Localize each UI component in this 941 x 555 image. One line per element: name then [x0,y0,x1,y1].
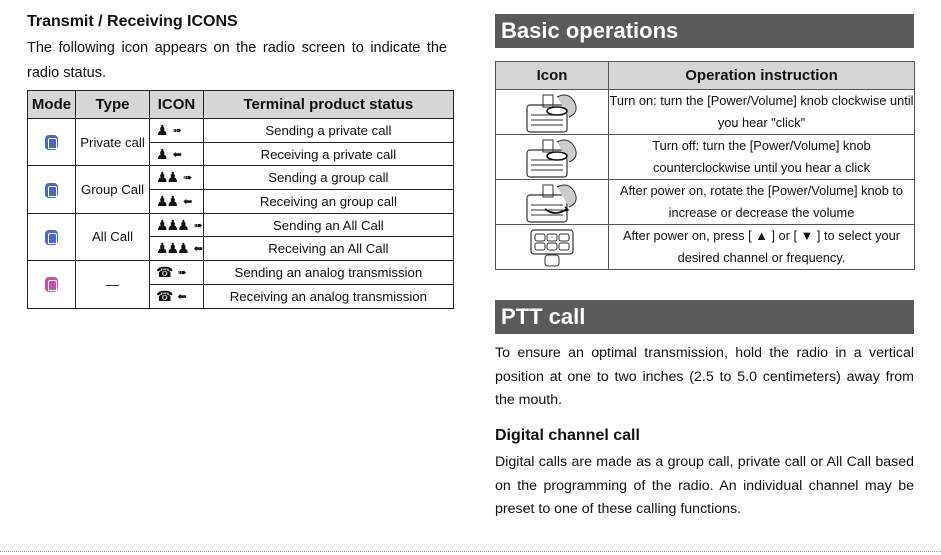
person-icon: ♟ [156,121,168,138]
arrow-left-icon: ⬅ [183,195,193,208]
table-row: ☎⬅Receiving an analog transmission [28,283,454,309]
type-cell: — [75,260,150,309]
icon-cell: ♟♟ ⬅ [149,189,204,214]
status-cell: Receiving a private call [202,141,454,167]
ptt-call-title: PTT call [495,300,914,334]
table-row: After power on, press [ ▲ ] or [ ▼ ] to … [495,224,915,270]
person-icon: ♟ [156,145,168,162]
status-cell: Receiving an group call [202,189,454,214]
mic-phone-icon: ☎ [156,287,174,304]
table-row: Turn off: turn the [Power/Volume] knob c… [495,134,915,180]
mic-phone-icon: ☎ [156,263,174,280]
type-cell: Private call [75,117,150,167]
icon-cell: ♟➠ [149,118,204,143]
all-call-icon: ♟♟♟ [156,216,190,233]
icon-cell: ♟♟ ➠ [149,165,204,191]
keypad-icon [495,224,609,270]
status-cell: Sending an All Call [202,212,454,238]
icons-intro: The following icon appears on the radio … [27,40,447,81]
ops-instruction: Turn off: turn the [Power/Volume] knob c… [608,134,915,180]
knob-volume-icon [495,179,609,225]
icon-cell: ♟♟♟➠ [149,212,204,238]
arrow-left-icon: ⬅ [172,148,182,161]
icon-cell: ☎➠ [149,260,204,285]
ops-table-header: Icon Operation instruction [495,61,915,90]
ops-instruction: After power on, rotate the [Power/Volume… [608,179,915,225]
table-row: ♟♟ ⬅ Receiving an group call [28,189,454,214]
knob-turn-off-icon [495,134,609,180]
icon-cell: ♟♟♟⬅ [149,236,204,262]
header-icon: ICON [149,90,204,119]
table-row: Group Call ♟♟ ➠ Sending a group call [27,165,454,214]
operations-table: Icon Operation instruction Turn on: turn… [495,61,915,270]
arrow-left-icon: ⬅ [177,290,187,303]
digital-mode-icon [45,182,58,198]
ops-header-instruction: Operation instruction [608,61,915,90]
digital-call-paragraph: Digital calls are made as a group call, … [495,454,914,517]
icon-cell: ☎⬅ [149,283,204,309]
status-cell: Receiving an analog transmission [202,283,454,309]
arrow-right-icon: ➠ [183,172,193,185]
table-row: ♟♟♟⬅Receiving an All Call [28,236,454,262]
ptt-paragraph: To ensure an optimal transmission, hold … [495,345,914,408]
status-cell: Sending a group call [202,165,454,191]
arrow-right-icon: ➠ [177,266,187,279]
type-cell: Group Call [75,165,150,214]
status-table-header: Mode Type ICON Terminal product status [27,90,454,119]
digital-mode-icon [45,229,58,245]
knob-turn-on-icon [495,89,609,135]
table-row: After power on, rotate the [Power/Volume… [495,179,915,225]
mode-cell [27,165,76,214]
group-icon: ♟♟ [156,192,179,209]
mode-cell [27,117,76,167]
icon-cell: ♟⬅ [149,141,204,167]
page-divider [0,551,941,553]
all-call-icon: ♟♟♟ [156,240,190,257]
left-column: Transmit / Receiving ICONS The following… [27,12,447,86]
basic-operations-title: Basic operations [495,14,914,48]
header-mode: Mode [27,90,76,119]
mode-cell [27,212,76,262]
arrow-left-icon: ⬅ [193,243,203,256]
header-type: Type [75,90,150,119]
table-row: Turn on: turn the [Power/Volume] knob cl… [495,89,915,135]
table-row: All Call♟♟♟➠Sending an All Call [27,212,454,262]
digital-call-heading: Digital channel call [495,427,640,444]
type-cell: All Call [75,212,150,262]
table-row: Private call♟➠Sending a private call [27,117,454,167]
mode-cell [27,260,76,309]
status-cell: Sending a private call [202,118,454,143]
arrow-right-icon: ➠ [193,219,203,232]
group-icon: ♟♟ [156,169,179,186]
status-table-body: Private call♟➠Sending a private call♟⬅Re… [27,117,454,309]
header-status: Terminal product status [202,90,454,119]
status-cell: Sending an analog transmission [202,260,454,285]
analog-mode-icon [45,277,58,293]
table-row: —☎➠Sending an analog transmission [27,260,454,309]
ops-instruction: Turn on: turn the [Power/Volume] knob cl… [608,89,915,135]
status-icon-table: Mode Type ICON Terminal product status P… [27,90,454,309]
icons-heading: Transmit / Receiving ICONS [27,13,238,30]
ops-header-icon: Icon [495,61,609,90]
arrow-right-icon: ➠ [172,124,182,137]
ops-instruction: After power on, press [ ▲ ] or [ ▼ ] to … [608,224,915,270]
status-cell: Receiving an All Call [202,236,454,262]
table-row: ♟⬅Receiving a private call [28,141,454,167]
digital-mode-icon [45,135,58,151]
